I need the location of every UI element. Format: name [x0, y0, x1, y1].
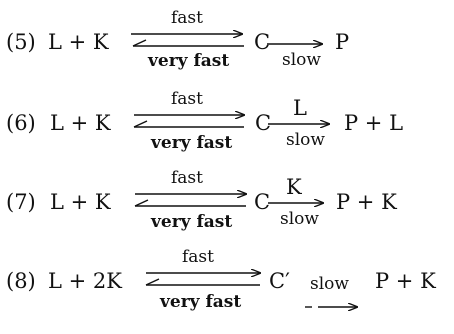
- reverse-arrow-head: [134, 199, 149, 207]
- reverse-rate-label: very fast: [160, 292, 242, 312]
- slow-label: slow: [280, 209, 319, 229]
- forward-rate-label: fast: [171, 8, 203, 28]
- reactants: L + K: [48, 30, 109, 54]
- forward-rate-label: fast: [171, 89, 203, 109]
- forward-rate-label: fast: [182, 247, 214, 267]
- products: P + L: [344, 111, 404, 135]
- reverse-arrow-head: [132, 39, 147, 47]
- above-arrow-label: L: [293, 96, 307, 120]
- equation-number: (6): [6, 111, 36, 135]
- slow-label: slow: [310, 274, 349, 294]
- reactants: L + K: [50, 190, 111, 214]
- intermediate: C: [254, 30, 271, 54]
- reactants: L + K: [50, 111, 111, 135]
- equation-number: (7): [6, 190, 36, 214]
- equation-5-arrows: [131, 34, 322, 46]
- equation-number: (8): [6, 269, 36, 293]
- equation-8-arrows: [145, 273, 357, 307]
- intermediate: C: [255, 111, 272, 135]
- products: P + K: [336, 190, 397, 214]
- slow-label: slow: [286, 130, 325, 150]
- reverse-arrow-head: [145, 278, 160, 286]
- reverse-rate-label: very fast: [151, 212, 233, 232]
- equation-7-arrows: [134, 194, 323, 207]
- products: P + K: [375, 269, 436, 293]
- equation-6-arrows: [133, 115, 329, 128]
- reverse-arrow-head: [133, 120, 148, 128]
- equation-number: (5): [6, 30, 36, 54]
- reactants: L + 2K: [48, 269, 122, 293]
- reverse-rate-label: very fast: [151, 133, 233, 153]
- above-arrow-label: K: [286, 175, 302, 199]
- reverse-rate-label: very fast: [148, 51, 230, 71]
- slow-label: slow: [282, 50, 321, 70]
- forward-rate-label: fast: [171, 168, 203, 188]
- intermediate: C′: [269, 269, 290, 293]
- products: P: [335, 30, 350, 54]
- intermediate: C: [254, 190, 271, 214]
